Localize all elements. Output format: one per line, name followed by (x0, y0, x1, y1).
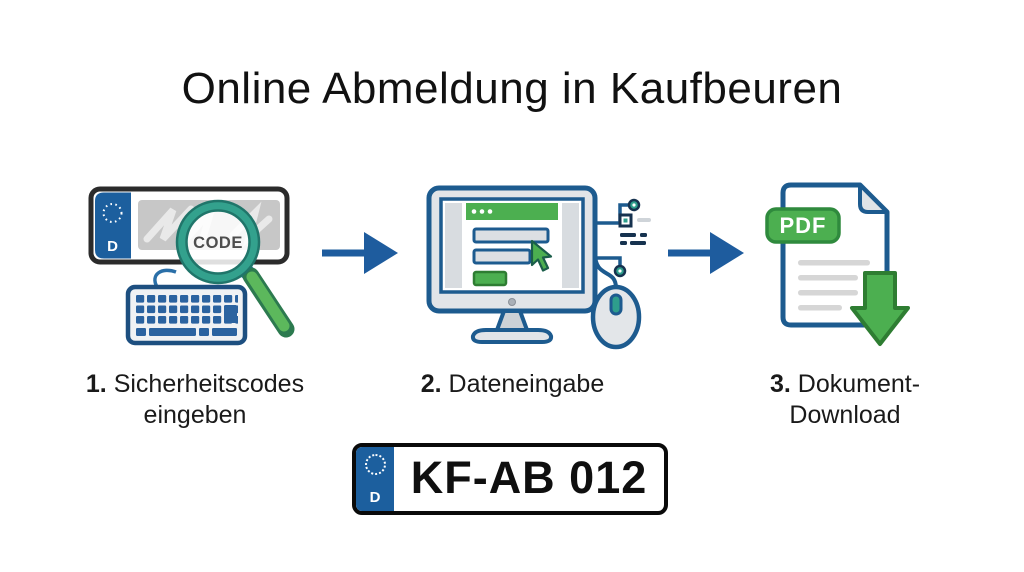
magnifier-code-text: CODE (193, 234, 243, 252)
form-submit-button (472, 270, 508, 287)
step1-number: 1. (85, 370, 107, 398)
page-title: Online Abmeldung in Kaufbeuren (181, 64, 843, 113)
step3-text-line1: Dokument- (797, 370, 921, 398)
form-field (472, 248, 532, 265)
pdf-badge (765, 207, 841, 244)
plate-registration-number: KF-AB 012 (410, 452, 648, 503)
step2-text-line1: Dateneingabe (448, 370, 605, 398)
browser-header-bar (466, 203, 558, 220)
mouse-icon (590, 284, 642, 350)
step1-text-line2: eingeben (143, 401, 247, 429)
step3-label: 3. Dokument- Download (740, 369, 950, 431)
document-text-lines (798, 260, 870, 311)
monitor-icon (426, 185, 598, 344)
step3-icon-pdf-download: PDF (765, 182, 910, 346)
form-field (472, 227, 550, 244)
step3-number: 3. (769, 370, 791, 398)
download-arrow-icon (850, 271, 910, 346)
step1-label: 1. Sicherheitscodes eingeben (55, 369, 335, 431)
step2-label: 2. Dateneingabe (390, 369, 635, 400)
eu-stars-icon (364, 454, 386, 475)
step3-text-line2: Download (789, 401, 901, 429)
cursor-icon (530, 239, 553, 272)
pdf-badge-text: PDF (780, 213, 827, 238)
step1-icon-plate-code-keyboard: D (88, 186, 295, 346)
step2-number: 2. (420, 370, 442, 398)
step1-text-line1: Sicherheitscodes (113, 370, 305, 398)
arrow-right-icon (668, 232, 744, 274)
keyboard-icon (125, 268, 248, 346)
arrow-right-icon (322, 232, 398, 274)
plate-country-letter: D (369, 489, 381, 506)
step2-icon-monitor-mouse (426, 185, 651, 350)
license-plate: D KF-AB 012 (352, 443, 668, 515)
magnifier-code-icon: CODE (175, 199, 295, 338)
plate-eu-strip: D (356, 447, 394, 511)
plate-country-letter: D (107, 238, 118, 255)
